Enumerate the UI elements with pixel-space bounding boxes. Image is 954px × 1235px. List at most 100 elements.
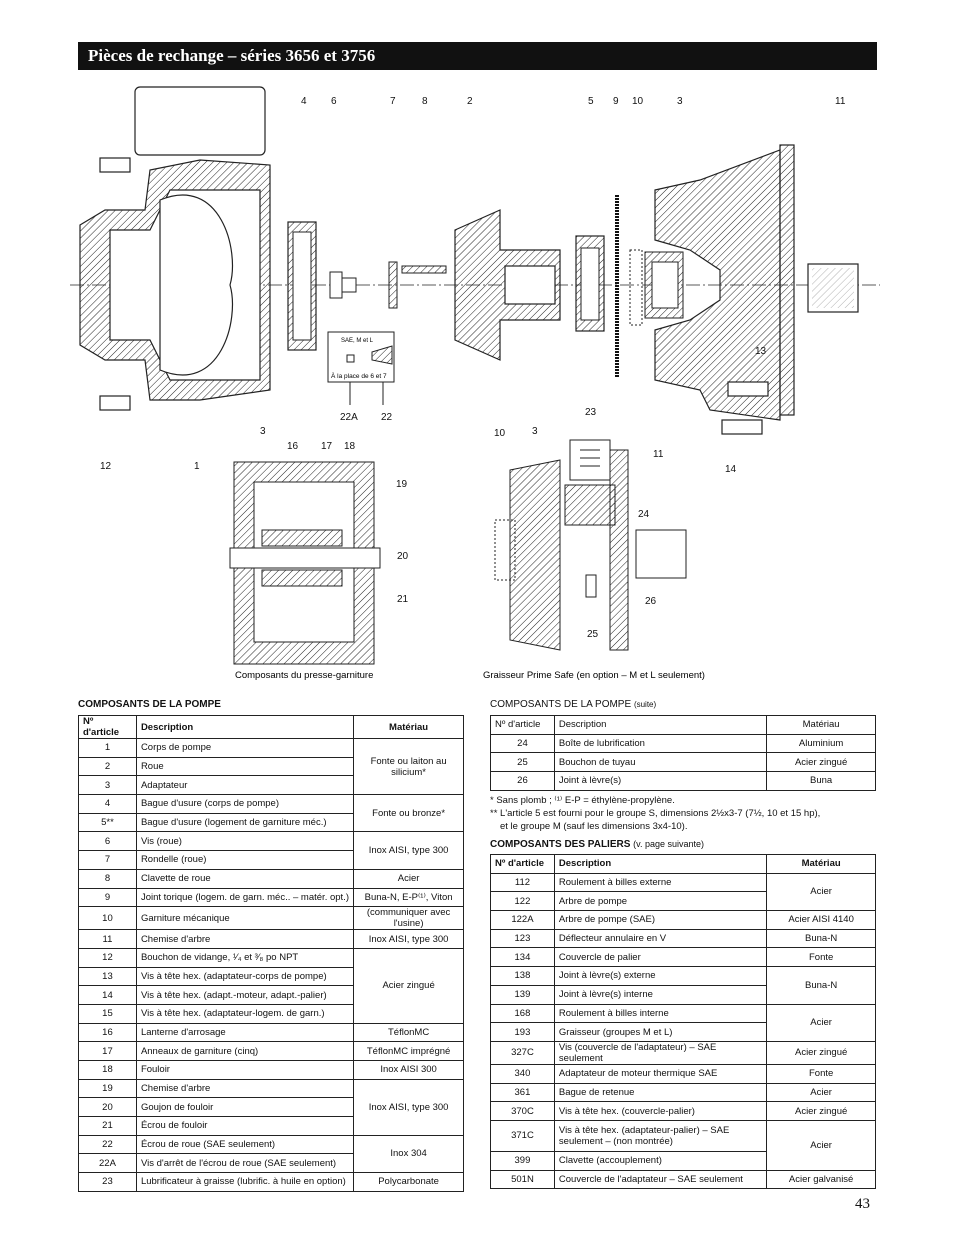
item-description: Roulement à billes interne	[553, 1003, 768, 1024]
item-description: Adaptateur	[135, 775, 355, 796]
item-material: Acier zingué	[766, 752, 876, 773]
item-description: Vis à tête hex. (adaptateur-logem. de ga…	[135, 1003, 355, 1024]
table-row: 5**Bague d'usure (logement de garniture …	[78, 812, 464, 833]
callout-10: 10	[632, 96, 644, 107]
item-number: 14	[78, 985, 137, 1005]
item-description: Joint à lèvre(s)	[553, 771, 768, 791]
item-number: 168	[490, 1003, 555, 1024]
item-description: Joint torique (logem. de garn. méc.. – m…	[135, 887, 355, 908]
item-material: Acier	[766, 1003, 876, 1042]
item-number: 15	[78, 1003, 137, 1024]
callout-1: 1	[194, 461, 200, 472]
item-description: Bague d'usure (logement de garniture méc…	[135, 812, 355, 833]
item-description: Roue	[135, 756, 355, 777]
item-number: 24	[490, 733, 555, 754]
item-description: Lubrificateur à graisse (lubrific. à hui…	[135, 1172, 355, 1192]
item-number: 17	[78, 1041, 137, 1061]
item-description: Goujon de fouloir	[135, 1097, 355, 1118]
callout-2: 2	[467, 96, 473, 107]
impeller-screw-part	[329, 271, 357, 299]
item-material: Fonte ou bronze*	[353, 794, 464, 833]
item-number: 361	[490, 1082, 555, 1103]
item-number: 25	[490, 752, 555, 773]
key-part	[401, 265, 447, 274]
item-number: 371C	[490, 1119, 555, 1152]
item-number: 5**	[78, 812, 137, 833]
item-material: Acier zingué	[353, 947, 464, 1024]
item-number: 22	[78, 1134, 137, 1155]
callout-22a: 22A	[340, 412, 358, 423]
page-number: 43	[855, 1196, 870, 1212]
item-description: Joint à lèvre(s) interne	[553, 984, 768, 1005]
item-description: Bouchon de vidange, ¹⁄₄ et ³⁄₈ po NPT	[135, 947, 355, 968]
item-material: Buna-N	[766, 928, 876, 949]
item-description: Déflecteur annulaire en V	[553, 928, 768, 949]
item-number: 327C	[490, 1040, 555, 1065]
item-number: 8	[78, 868, 137, 889]
caption-packing: Composants du presse-garniture	[235, 670, 373, 681]
item-number: 501N	[490, 1169, 555, 1190]
table-notes: * Sans plomb ; ⁽¹⁾ E-P = éthylène-propyl…	[490, 794, 820, 833]
callout-21: 21	[397, 594, 409, 605]
item-number: 123	[490, 928, 555, 949]
item-number: 22A	[78, 1153, 137, 1174]
item-material: Acier AISI 4140	[766, 910, 876, 930]
item-material: Acier zingué	[766, 1101, 876, 1121]
callout-20: 20	[397, 551, 409, 562]
callout-11: 11	[835, 96, 846, 107]
item-material: Inox AISI, type 300	[353, 831, 464, 870]
callout-22: 22	[381, 412, 393, 423]
item-number: 13	[78, 966, 137, 987]
item-number: 6	[78, 831, 137, 852]
item-description: Boîte de lubrification	[553, 733, 768, 754]
item-material: TéflonMC	[353, 1022, 464, 1043]
sae-inset-note: À la place de 6 et 7	[331, 371, 387, 380]
callout-18: 18	[344, 441, 356, 452]
callout-11b: 11	[653, 449, 664, 460]
pump-suite-caption: COMPOSANTS DE LA POMPE (suite)	[490, 699, 657, 710]
note-lead-free: * Sans plomb ; ⁽¹⁾ E-P = éthylène-propyl…	[490, 795, 675, 806]
col-header-num: Nº d'article	[78, 715, 137, 739]
item-description: Vis à tête hex. (couvercle-palier)	[553, 1101, 768, 1121]
item-material: Fonte	[766, 1063, 876, 1084]
item-number: 1	[78, 738, 137, 758]
col-header-mat: Matériau	[766, 715, 876, 735]
item-description: Vis à tête hex. (adapt.-moteur, adapt.-p…	[135, 985, 355, 1005]
item-description: Vis (couvercle de l'adaptateur) – SAE se…	[553, 1040, 768, 1065]
item-number: 19	[78, 1078, 137, 1099]
item-number: 20	[78, 1097, 137, 1118]
item-material: Fonte ou laiton au silicium*	[353, 737, 464, 796]
item-material: Buna	[766, 771, 876, 791]
item-material: Fonte	[766, 947, 876, 968]
item-description: Fouloir	[135, 1060, 355, 1080]
item-number: 122A	[490, 910, 555, 930]
callout-9: 9	[613, 96, 619, 107]
callout-3a: 3	[260, 426, 266, 437]
callout-6: 6	[331, 96, 337, 107]
callout-7: 7	[390, 96, 396, 107]
callout-3b: 3	[532, 426, 538, 437]
item-number: 138	[490, 966, 555, 986]
item-description: Couvercle de palier	[553, 947, 768, 968]
note-item5-cont: et le groupe M (sauf les dimensions 3x4-…	[500, 821, 688, 832]
col-header-desc: Description	[135, 715, 355, 739]
callout-24: 24	[638, 509, 650, 520]
